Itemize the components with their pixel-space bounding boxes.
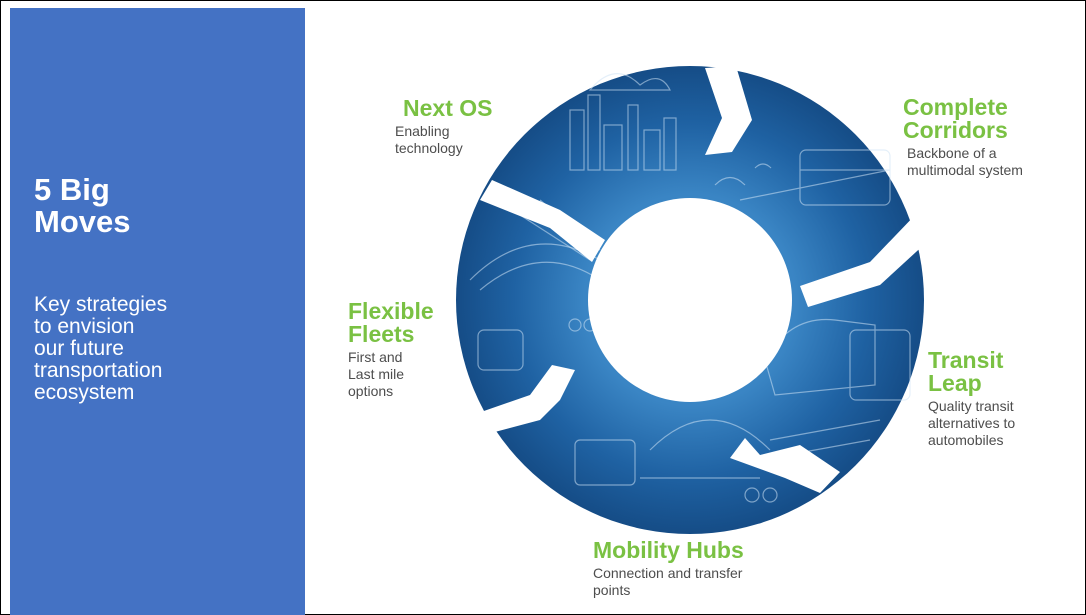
complete-corridors-title-line: Corridors [903, 117, 1008, 143]
complete-corridors-desc-line: Backbone of a [907, 145, 997, 161]
sidebar-title-line1: 5 Big [34, 172, 110, 207]
transit-leap-desc-line: alternatives to [928, 415, 1016, 431]
flexible-fleets-desc-line: options [348, 383, 394, 399]
sidebar-subtitle: Key strategies to envision our future tr… [34, 294, 294, 404]
flexible-fleets-title-line: Fleets [348, 321, 415, 347]
divider-right [800, 212, 940, 307]
divider-top [705, 66, 752, 155]
sidebar-subtitle-line: ecosystem [34, 381, 135, 404]
sidebar-panel: 5 Big Moves Key strategies to envision o… [10, 8, 305, 615]
corridor-bus-illustration [714, 149, 891, 206]
complete-corridors-desc-line: multimodal system [907, 162, 1023, 178]
divider-lower-left [458, 365, 575, 438]
flexible-fleets-desc-line: Last mile [348, 366, 405, 382]
sidebar-subtitle-line: Key strategies [34, 293, 168, 316]
sidebar-title-line2: Moves [34, 204, 131, 239]
next-os-desc-line: technology [395, 140, 463, 156]
transit-leap-desc-line: Quality transit [928, 398, 1014, 414]
next-os-title: Next OS [403, 95, 493, 121]
mobility-hubs-title: Mobility Hubs [593, 537, 744, 563]
sidebar-title: 5 Big Moves [34, 174, 294, 238]
transit-leap-desc-line: automobiles [928, 432, 1004, 448]
divider-lower-right [730, 438, 840, 493]
sidebar-subtitle-line: to envision [34, 315, 135, 338]
next-os-desc-line: Enabling [395, 123, 450, 139]
cycle-center [588, 198, 792, 402]
complete-corridors-title-line: Complete [903, 94, 1008, 120]
sidebar-subtitle-line: our future [34, 337, 124, 360]
transit-leap-title-line: Transit [928, 347, 1004, 373]
mobility-hubs-desc-line: points [593, 582, 631, 598]
segment-dividers [458, 66, 940, 493]
mobility-hub-illustration [574, 419, 778, 503]
label-flexible-fleets: Flexible Fleets First and Last mile opti… [348, 300, 434, 400]
sidebar-subtitle-line: transportation [34, 359, 163, 382]
label-complete-corridors: Complete Corridors Backbone of a multimo… [903, 96, 1023, 179]
divider-upper-left [480, 180, 605, 262]
transit-leap-title-line: Leap [928, 370, 982, 396]
label-transit-leap: Transit Leap Quality transit alternative… [928, 349, 1015, 449]
mobility-hubs-desc-line: Connection and transfer [593, 565, 743, 581]
flexible-fleets-desc-line: First and [348, 349, 403, 365]
label-mobility-hubs: Mobility Hubs Connection and transfer po… [593, 539, 744, 599]
flexible-fleets-title-line: Flexible [348, 298, 434, 324]
label-next-os: Next OS Enabling technology [395, 95, 493, 157]
